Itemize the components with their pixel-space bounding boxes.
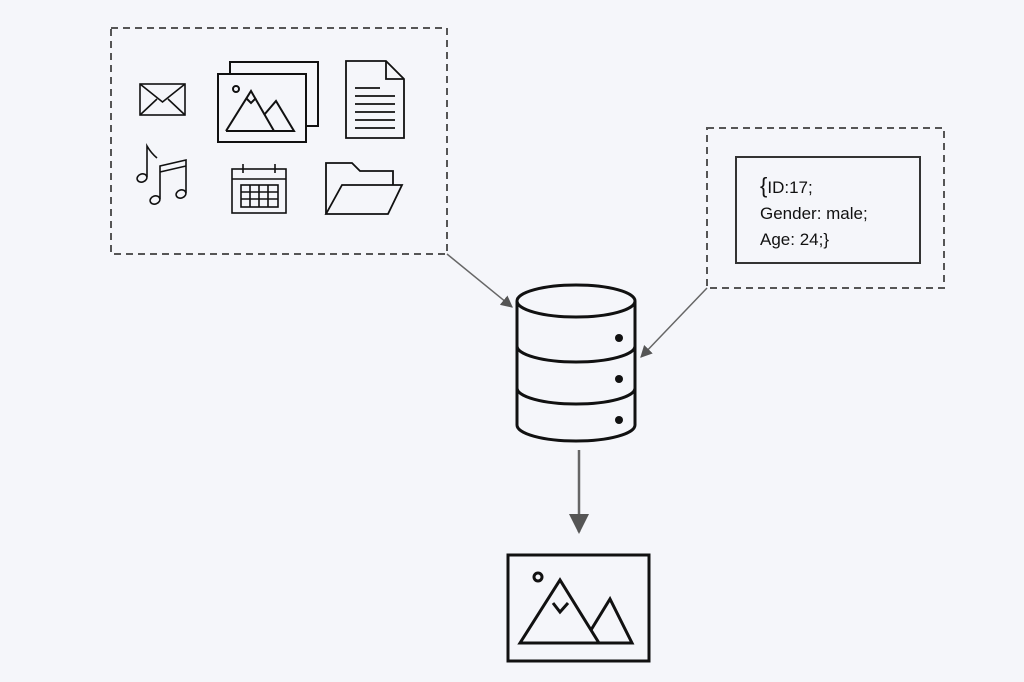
record-gender: Gender: male; xyxy=(760,204,868,223)
structured-data-group xyxy=(706,127,945,289)
output-image-icon xyxy=(506,553,651,663)
record-line-id: {ID:17; xyxy=(760,173,920,201)
calendar-icon xyxy=(231,164,287,214)
folder-icon xyxy=(324,162,404,215)
arrow-unstructured-to-database xyxy=(446,253,513,308)
arrows xyxy=(446,253,708,534)
record-box xyxy=(735,156,921,264)
record-open-brace: { xyxy=(760,173,768,198)
unstructured-data-group xyxy=(110,27,448,255)
envelope-icon xyxy=(139,83,186,116)
record-id: ID:17; xyxy=(767,178,813,197)
record-age: Age: 24;} xyxy=(760,230,830,249)
image-stack-icon xyxy=(217,61,319,143)
structured-record-text: {ID:17; Gender: male; Age: 24;} xyxy=(760,173,920,253)
arrow-structured-to-database xyxy=(640,287,708,358)
database-icon xyxy=(515,283,637,443)
document-icon xyxy=(345,60,405,139)
music-notes-icon xyxy=(136,142,187,205)
